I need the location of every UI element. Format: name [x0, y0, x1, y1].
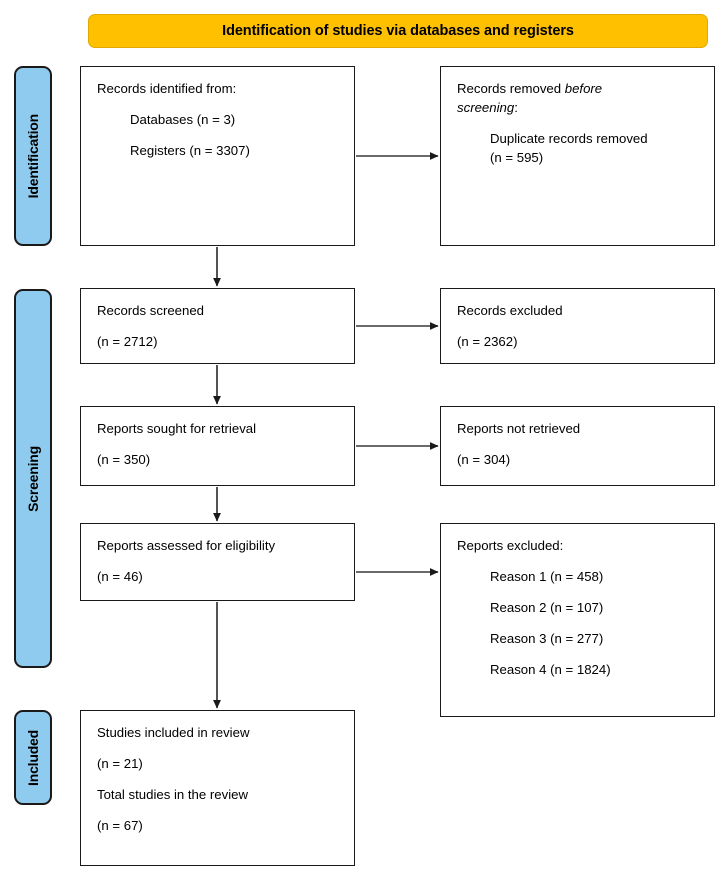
- box-reports-not-retrieved: Reports not retrieved (n = 304): [440, 406, 715, 486]
- reports-excluded-reason-1: Reason 1 (n = 458): [490, 568, 604, 584]
- duplicate-records-removed-count: (n = 595): [490, 149, 544, 165]
- records-removed-heading-emphasis-before: before: [564, 81, 603, 96]
- box-records-removed: Records removed before screening: Duplic…: [440, 66, 715, 246]
- studies-included-count: (n = 21): [97, 755, 143, 771]
- box-reports-sought: Reports sought for retrieval (n = 350): [80, 406, 355, 486]
- box-studies-included: Studies included in review (n = 21) Tota…: [80, 710, 355, 866]
- reports-sought-label: Reports sought for retrieval: [97, 421, 257, 436]
- records-removed-heading-prefix: Records removed: [457, 81, 565, 96]
- box-reports-excluded: Reports excluded: Reason 1 (n = 458) Rea…: [440, 523, 715, 717]
- records-removed-heading-line2: screening:: [457, 100, 701, 117]
- records-screened-label: Records screened: [97, 303, 205, 318]
- reports-excluded-reason-4: Reason 4 (n = 1824): [490, 661, 611, 677]
- duplicate-records-removed-label: Duplicate records removed: [490, 130, 648, 146]
- total-studies-label: Total studies in the review: [97, 786, 248, 802]
- reports-assessed-label: Reports assessed for eligibility: [97, 538, 276, 553]
- box-reports-assessed: Reports assessed for eligibility (n = 46…: [80, 523, 355, 601]
- reports-excluded-reason-3: Reason 3 (n = 277): [490, 630, 604, 646]
- reports-sought-count: (n = 350): [97, 451, 151, 467]
- reports-excluded-heading: Reports excluded:: [457, 538, 564, 553]
- stage-tab-identification-label: Identification: [25, 113, 41, 199]
- total-studies-count: (n = 67): [97, 817, 143, 833]
- records-removed-heading-emphasis-screening: screening: [457, 99, 515, 115]
- records-removed-heading-colon: :: [514, 99, 518, 115]
- stage-tab-included: Included: [14, 710, 52, 805]
- reports-not-retrieved-count: (n = 304): [457, 451, 511, 467]
- records-screened-count: (n = 2712): [97, 333, 158, 349]
- records-excluded-label: Records excluded: [457, 303, 563, 318]
- diagram-header-banner: Identification of studies via databases …: [88, 14, 708, 48]
- stage-tab-included-label: Included: [25, 729, 41, 786]
- reports-excluded-reason-2: Reason 2 (n = 107): [490, 599, 604, 615]
- box-records-excluded: Records excluded (n = 2362): [440, 288, 715, 364]
- records-identified-databases: Databases (n = 3): [130, 111, 236, 127]
- studies-included-label: Studies included in review: [97, 725, 250, 740]
- reports-not-retrieved-label: Reports not retrieved: [457, 421, 581, 436]
- stage-tab-identification: Identification: [14, 66, 52, 246]
- records-identified-heading: Records identified from:: [97, 81, 237, 96]
- stage-tab-screening-label: Screening: [25, 445, 41, 512]
- box-records-screened: Records screened (n = 2712): [80, 288, 355, 364]
- records-excluded-count: (n = 2362): [457, 333, 518, 349]
- reports-assessed-count: (n = 46): [97, 568, 143, 584]
- records-identified-registers: Registers (n = 3307): [130, 142, 250, 158]
- diagram-header-title: Identification of studies via databases …: [222, 23, 574, 39]
- box-records-identified: Records identified from: Databases (n = …: [80, 66, 355, 246]
- records-removed-heading-line1: Records removed before: [457, 81, 701, 98]
- stage-tab-screening: Screening: [14, 289, 52, 668]
